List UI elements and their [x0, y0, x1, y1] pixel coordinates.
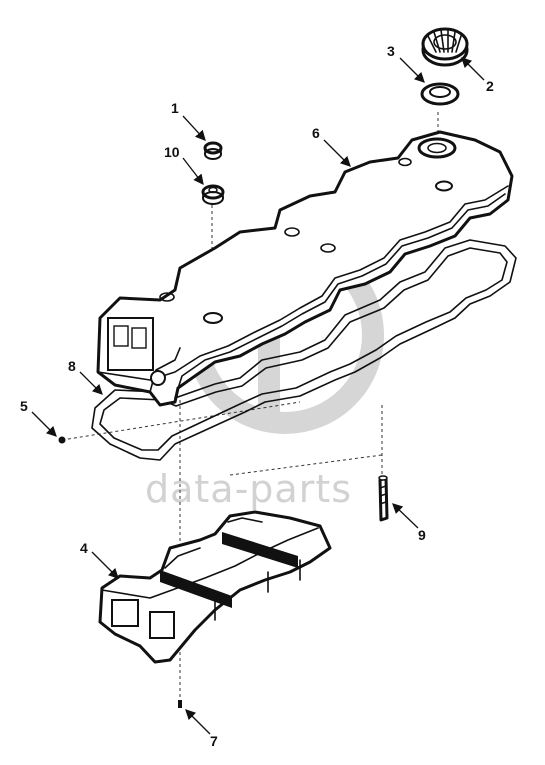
- oil-baffle: [98, 510, 332, 664]
- callout-6: 6: [312, 125, 320, 141]
- callout-8: 8: [68, 358, 76, 374]
- cap-seal-ring: [420, 82, 460, 106]
- callout-3: 3: [387, 43, 395, 59]
- screw: [58, 436, 66, 444]
- grommet: [203, 141, 223, 160]
- isolator: [201, 184, 225, 205]
- callout-7: 7: [210, 733, 218, 749]
- callout-2: 2: [486, 78, 494, 94]
- stud: [378, 475, 389, 522]
- screw-lower: [178, 700, 182, 708]
- callout-10: 10: [164, 144, 180, 160]
- leader-lines: [31, 57, 485, 735]
- callout-4: 4: [80, 540, 88, 556]
- callout-1: 1: [171, 100, 179, 116]
- valve-cover-gasket: [91, 239, 517, 461]
- oil-filler-cap: [421, 27, 469, 67]
- callout-labels: 1 2 3 4 5 6 7 8 9 10: [20, 43, 494, 749]
- callout-5: 5: [20, 398, 28, 414]
- callout-9: 9: [418, 527, 426, 543]
- watermark-text: data-parts: [145, 467, 352, 511]
- valve-cover: [96, 130, 514, 407]
